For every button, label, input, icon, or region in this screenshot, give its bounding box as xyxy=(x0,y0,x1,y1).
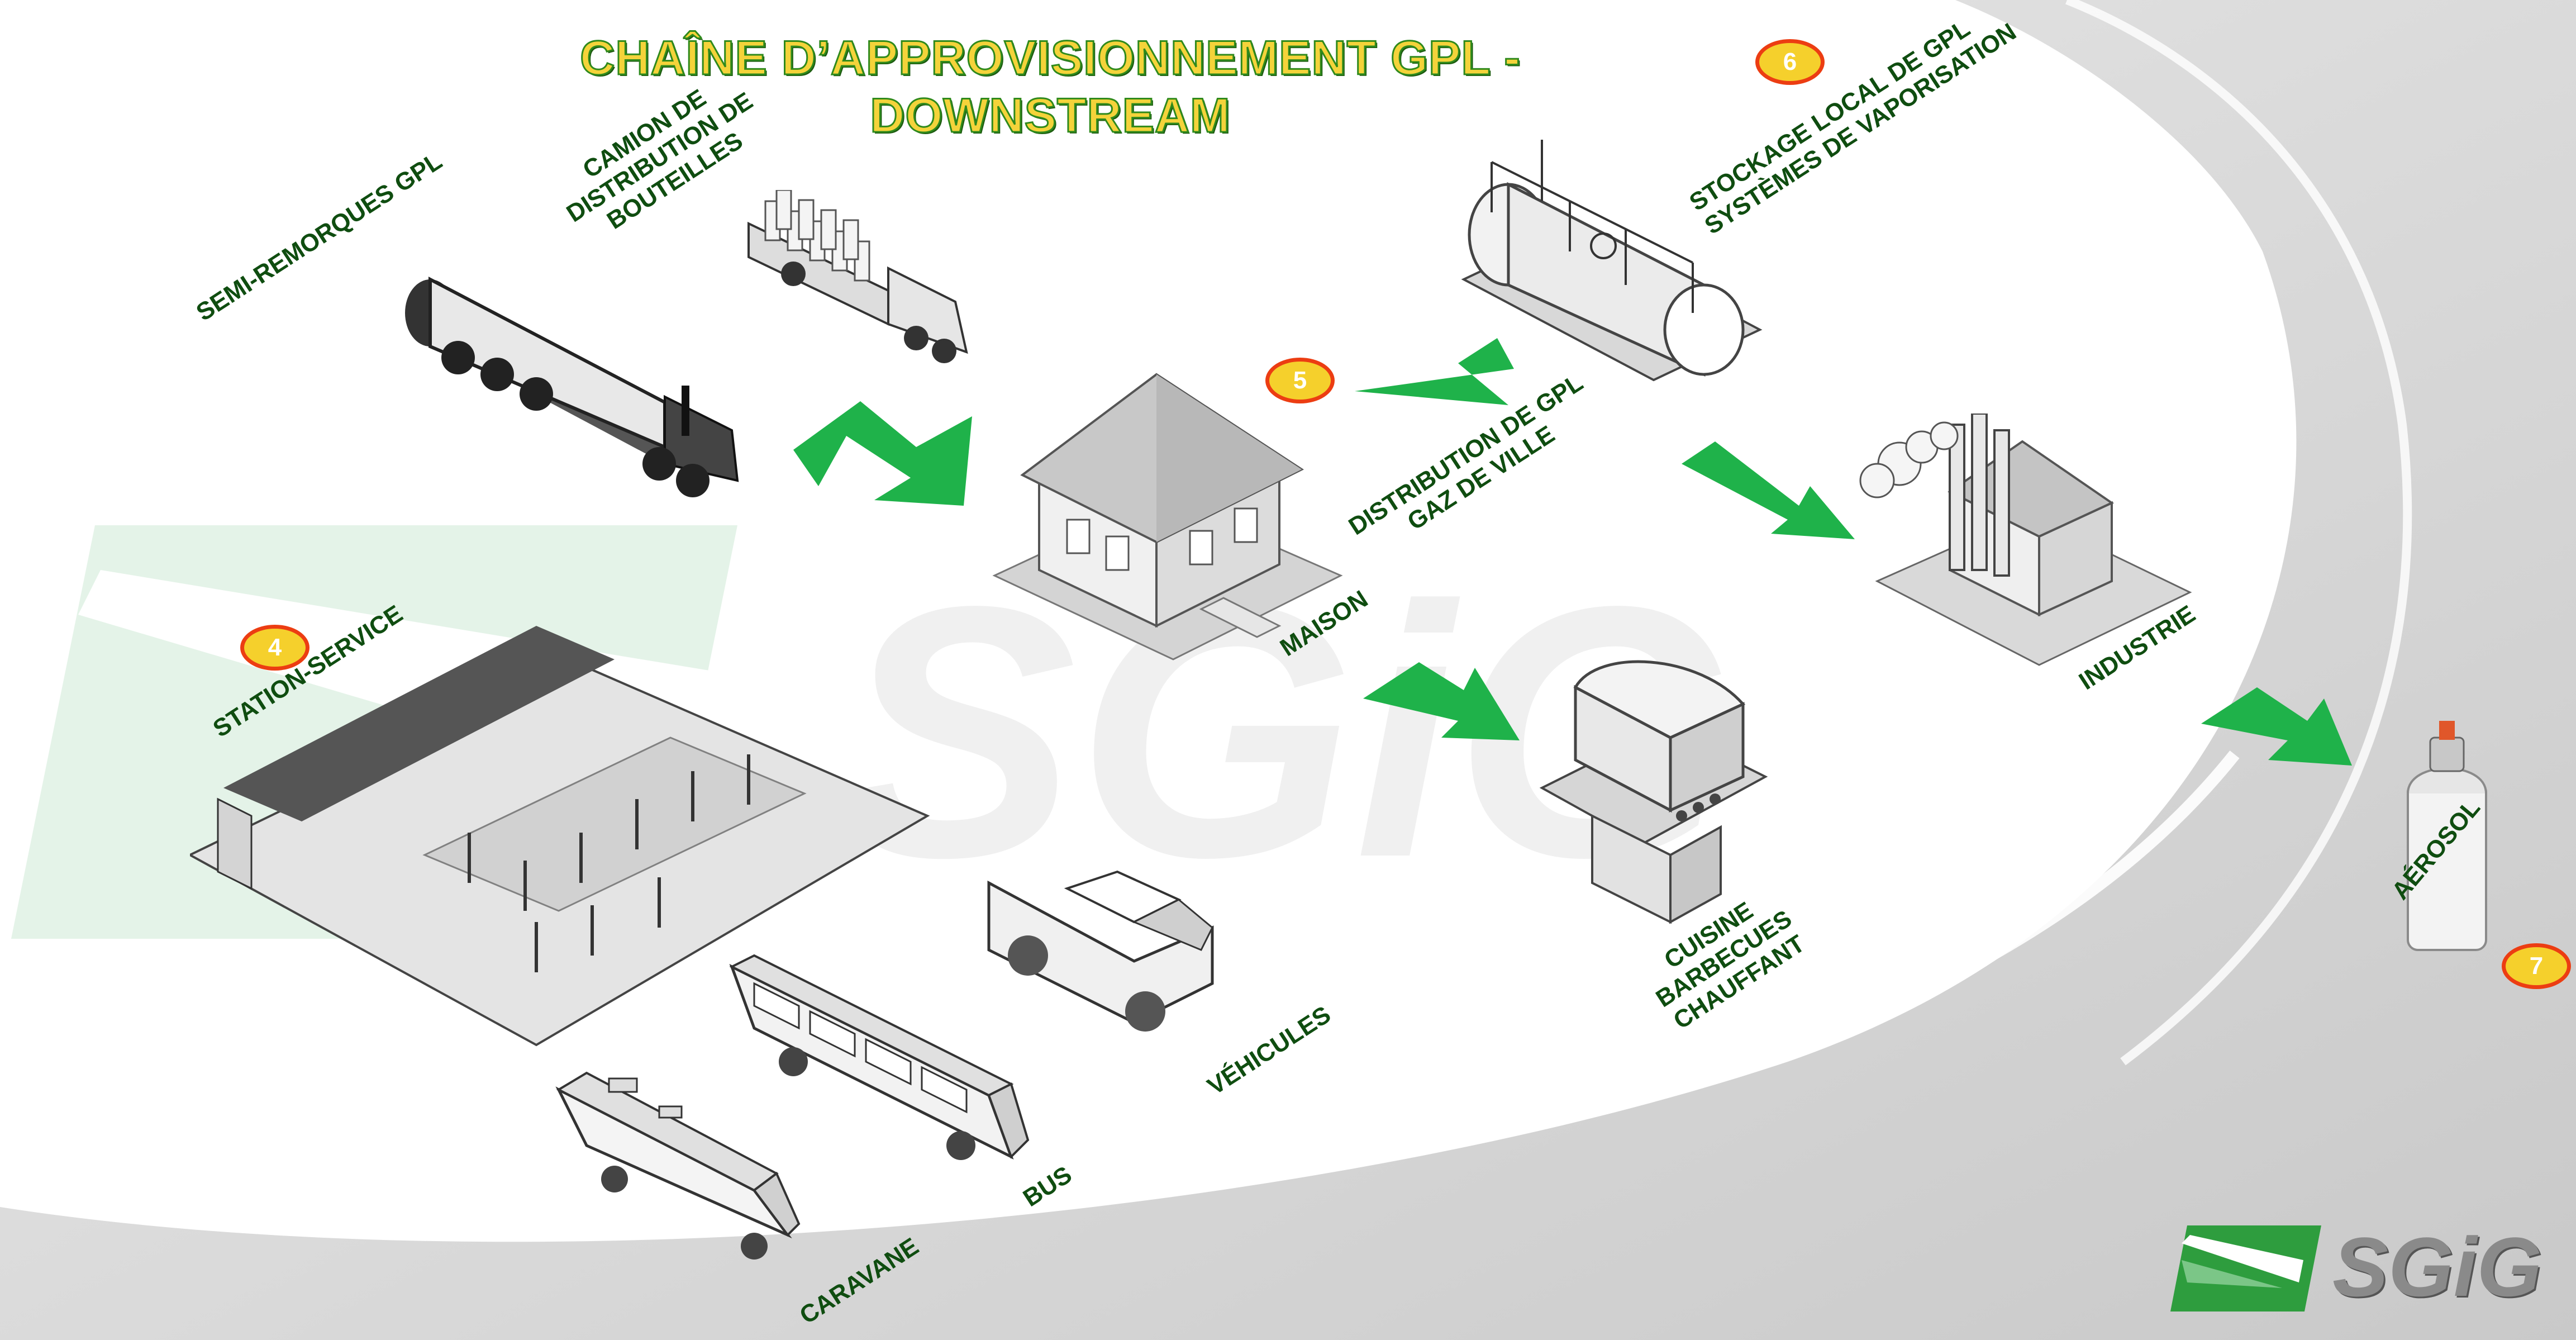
arrow-storage-to-industry xyxy=(1682,441,1855,539)
arrow-house-to-barbecue xyxy=(1363,662,1520,740)
logo-text: SGiG xyxy=(2332,1220,2542,1314)
arrow-storage-to-house xyxy=(1355,338,1514,405)
tanker-truck-icon xyxy=(405,277,739,497)
bottle-truck-icon xyxy=(747,190,968,363)
logo-emblem-icon xyxy=(2170,1225,2321,1312)
pickup-truck-icon xyxy=(987,870,1214,1032)
aerosol-can-icon xyxy=(2407,721,2487,951)
badge-maison: 5 xyxy=(1265,358,1335,403)
title-line-1: CHAÎNE D’APPROVISIONNEMENT GPL - xyxy=(579,31,1521,86)
house-icon xyxy=(992,373,1343,661)
storage-tank-icon xyxy=(1461,140,1763,382)
factory-icon xyxy=(1859,414,2192,666)
company-logo: SGiG xyxy=(2170,1221,2576,1319)
gas-station-icon xyxy=(190,626,930,1047)
bus-icon xyxy=(729,954,1030,1160)
badge-station: 4 xyxy=(240,625,309,671)
badge-stockage: 6 xyxy=(1755,39,1825,85)
badge-aerosol: 7 xyxy=(2502,943,2571,989)
caravan-icon xyxy=(555,1071,801,1260)
arrow-industry-to-aerosol xyxy=(2201,687,2352,766)
title-line-2: DOWNSTREAM xyxy=(869,88,1231,144)
arrow-trucks-to-house xyxy=(793,401,972,506)
barbecue-icon xyxy=(1539,660,1768,924)
